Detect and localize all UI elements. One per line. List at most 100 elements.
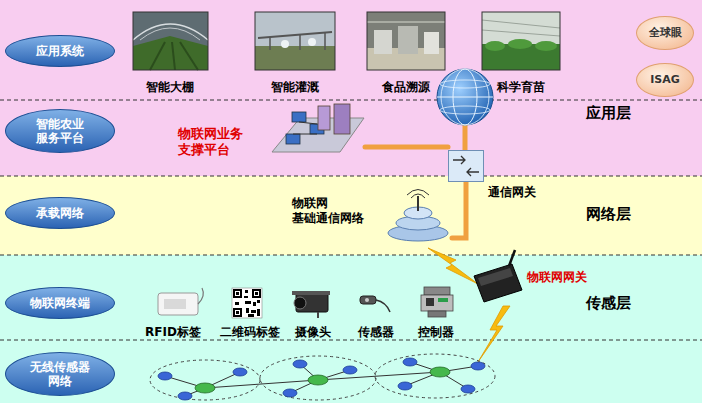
sensor-icon [365,298,369,302]
label-holder: 二维码标签 [220,321,280,340]
gateway-box-icon [448,150,484,182]
sensor-network [293,360,307,368]
category-oval: 物联网终端 [5,287,115,319]
sensor-network [158,372,172,380]
category-oval: 无线传感器 网络 [5,352,115,396]
label-holder: 摄像头 [295,321,331,340]
server-platform [272,104,364,152]
seedling-photo [535,41,557,51]
qr-code-icon [236,311,239,314]
wireless-bolt [428,248,478,284]
sensor-network [260,356,376,400]
controller-icon [424,287,450,295]
sensor-network [195,383,215,393]
greenhouse-photo [150,42,165,70]
sensor-network [471,362,485,370]
rfid-tag-icon [158,293,198,315]
qr-code-icon [236,292,239,295]
node-text: 全球眼 [649,26,682,39]
label-holder: 物联网网关 [527,266,587,285]
terminal-caption: 摄像头 [295,325,331,340]
label-holder: 科学育苗 [497,76,545,95]
server-platform [299,122,317,124]
rfid-tag-icon [198,288,203,304]
layer-divider [0,100,702,101]
server-platform [334,104,350,134]
globe [440,106,490,114]
gateway-box-icon [467,168,479,176]
qr-code-icon [244,296,248,298]
base-station-tower [388,190,448,242]
irrigation-photo [269,37,271,50]
qr-code-icon [246,308,249,313]
seedling-photo [482,12,560,70]
seedling-photo [482,30,560,36]
sensor-network [150,360,260,400]
greenhouse-photo [133,24,208,40]
node-text: ISAG [650,73,680,86]
platform-label: 物联网业务 支撑平台 [178,126,243,159]
traceability-photo [367,12,445,70]
globe [437,69,493,125]
controller-icon [426,298,434,306]
greenhouse-photo [140,28,200,40]
sensor-network [195,367,450,393]
seedling-photo [482,20,560,28]
category-oval: 承载网络 [5,197,115,229]
qr-code-icon [248,314,254,317]
irrigation-photo [255,46,335,70]
application-caption: 智能大棚 [146,80,194,95]
traceability-photo [374,30,392,54]
iot-gateway-device [478,268,513,286]
sensor-network [178,392,192,400]
rfid-tag-icon [164,299,186,309]
qr-code-icon [253,302,256,306]
irrigation-photo [258,32,332,38]
camera-icon [292,291,330,318]
service-oval: 全球眼 [636,16,694,50]
traceability-photo [367,21,445,23]
layer-name: 网络层 [586,205,631,224]
sensor-network [150,354,495,400]
label-holder: RFID标签 [145,321,201,340]
wireless-bolt [478,306,510,362]
orange-pipe [452,182,466,238]
sensor-network [430,367,450,377]
sensor-icon [360,296,376,304]
sensor-network [165,362,478,396]
greenhouse-photo [180,42,198,70]
sensor-icon [376,300,390,312]
qr-code-icon [233,308,242,317]
irrigation-photo [255,12,335,70]
sensor-network [403,358,417,366]
layer-band: 传感层 物联网终端无线传感器 网络 [0,255,702,403]
gateway-box-icon [448,150,484,182]
sensor-network [158,358,485,400]
label-holder: 食品溯源 [382,76,430,95]
sensor-icon [360,296,390,312]
camera-icon [294,297,306,309]
camera-icon [317,312,319,318]
irrigation-photo [255,12,335,70]
traceability-photo [424,32,439,54]
layer-name: 传感层 [586,294,631,313]
server-platform [286,134,300,144]
greenhouse-photo [172,42,175,70]
layer-divider [0,176,702,177]
qr-code-icon [252,289,261,298]
label-holder: 智能大棚 [146,76,194,95]
sensor-network [205,380,318,388]
qr-code-icon [232,288,262,318]
category-oval: 智能农业 服务平台 [5,109,115,153]
layer-divider [0,340,702,341]
orange-pipe [365,145,448,150]
qr-code-icon [255,292,258,295]
qr-code-icon [235,291,240,296]
orange-pipe [365,125,466,238]
base-station-tower [411,194,425,198]
greenhouse-photo [133,12,208,70]
node-text: 承载网络 [36,206,84,220]
label-holder: 物联网 基础通信网络 [292,196,364,226]
terminal-caption: 控制器 [418,325,454,340]
qr-code-icon [251,310,256,313]
